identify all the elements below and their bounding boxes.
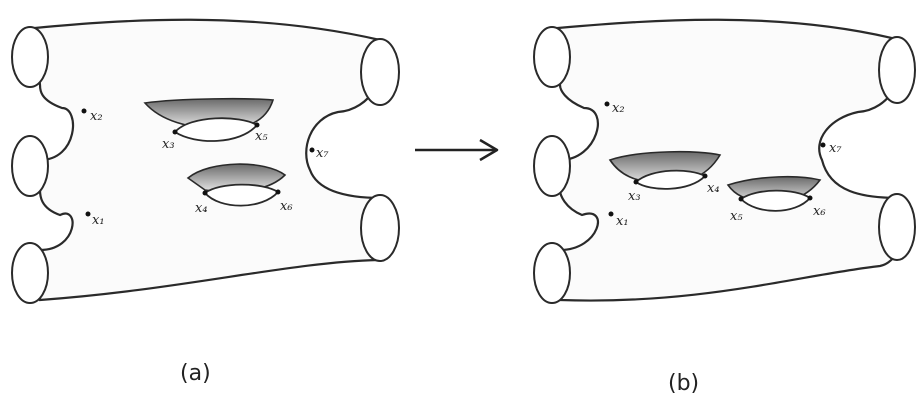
label-b-x4: x₄ [707, 181, 720, 196]
point-b-3 [634, 180, 639, 185]
point-a-5 [255, 123, 260, 128]
boundary-tube-a-left-bot [12, 243, 48, 303]
point-b-7 [821, 143, 826, 148]
label-a-x2: x₂ [90, 109, 103, 124]
point-a-1 [86, 212, 91, 217]
point-b-2 [605, 102, 610, 107]
caption-a: (a) [180, 361, 211, 386]
boundary-tube-b-left-top [534, 27, 570, 87]
label-a-x6: x₆ [280, 199, 293, 214]
label-b-x6: x₆ [813, 204, 826, 219]
boundary-tube-a-left-mid [12, 136, 48, 196]
label-b-x5: x₅ [730, 209, 743, 224]
label-b-x7: x₇ [829, 141, 842, 156]
panel-a: x₁ x₂ x₃ x₄ x₅ x₆ x₇ (a) [12, 20, 399, 386]
right-arrow [415, 140, 497, 160]
panel-b: x₁ x₂ x₃ x₄ x₅ x₆ x₇ (b) [534, 20, 915, 396]
boundary-tube-a-left-top [12, 27, 48, 87]
label-a-x3: x₃ [162, 137, 175, 152]
boundary-tube-b-right-bot [879, 194, 915, 260]
point-b-5 [739, 197, 744, 202]
point-a-4 [203, 191, 208, 196]
label-b-x1: x₁ [616, 214, 629, 229]
label-a-x1: x₁ [92, 213, 105, 228]
label-b-x3: x₃ [628, 189, 641, 204]
point-a-6 [276, 190, 281, 195]
boundary-tube-b-left-mid [534, 136, 570, 196]
label-b-x2: x₂ [612, 101, 625, 116]
point-a-2 [82, 109, 87, 114]
label-a-x7: x₇ [316, 146, 329, 161]
label-a-x4: x₄ [195, 201, 208, 216]
point-b-4 [703, 174, 708, 179]
point-b-6 [808, 196, 813, 201]
caption-b: (b) [668, 371, 699, 396]
point-a-7 [310, 148, 315, 153]
point-a-3 [173, 130, 178, 135]
surface-a [35, 20, 386, 300]
point-b-1 [609, 212, 614, 217]
boundary-tube-a-right-top [361, 39, 399, 105]
boundary-tube-b-left-bot [534, 243, 570, 303]
label-a-x5: x₅ [255, 129, 268, 144]
boundary-tube-b-right-top [879, 37, 915, 103]
boundary-tube-a-right-bot [361, 195, 399, 261]
